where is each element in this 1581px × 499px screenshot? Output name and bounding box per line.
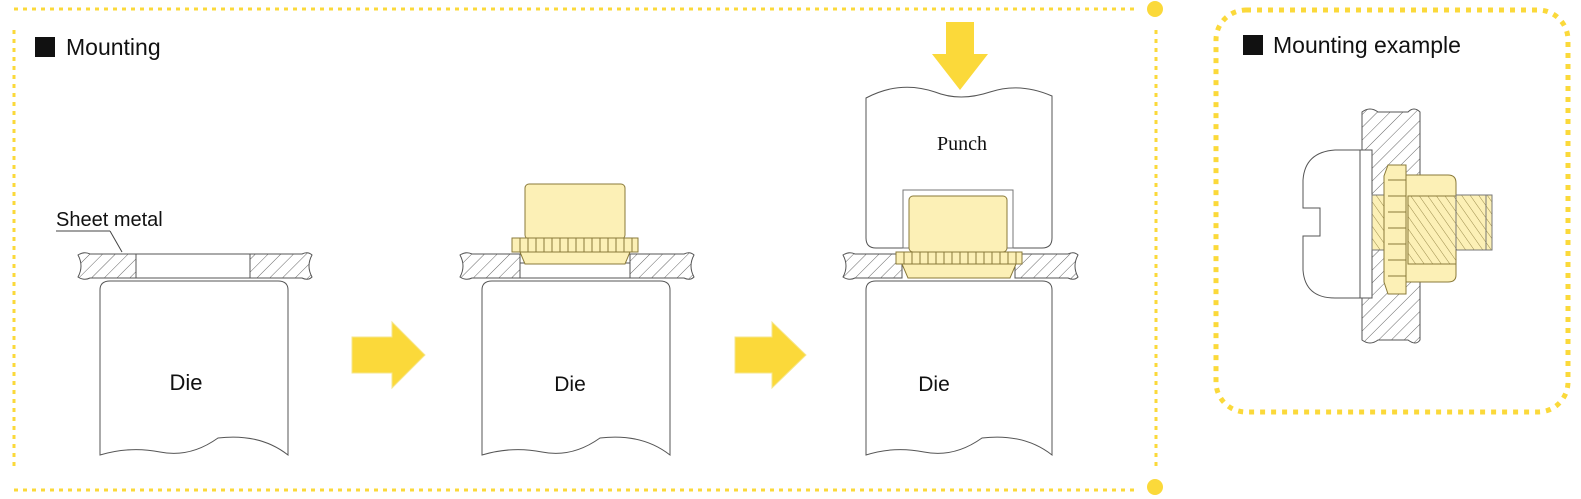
title-square-icon [35, 37, 55, 57]
right-arrow-icon [351, 320, 426, 390]
sheet-metal-left [842, 252, 903, 280]
sheet-metal-right [629, 252, 695, 280]
sheet-hole [135, 253, 251, 279]
screw-head [1302, 149, 1361, 299]
press-nut-flange [1383, 164, 1407, 295]
corner-dot [1147, 1, 1163, 17]
sheet-metal-right [249, 252, 313, 280]
mounting-frame [12, 1, 1163, 495]
sheet-metal-label: Sheet metal [56, 209, 163, 231]
title-square-icon [1243, 35, 1263, 55]
punch-label: Punch [937, 133, 987, 155]
stage-2: Die [459, 183, 695, 457]
right-arrow-icon [734, 320, 807, 390]
down-arrow-icon [932, 22, 988, 90]
press-nut [511, 183, 639, 265]
sheet-metal-left [459, 252, 521, 280]
nut-thread [1407, 195, 1457, 265]
die [865, 280, 1053, 457]
example-title: Mounting example [1273, 32, 1461, 58]
washer [1359, 149, 1373, 299]
press-nut [895, 195, 1023, 279]
stage-1: Die Sheet metal [56, 209, 313, 457]
stage-3: Punch Die [842, 22, 1079, 457]
sheet-hole [519, 262, 631, 279]
sheet-metal-leader [109, 230, 123, 253]
mounting-title: Mounting [66, 34, 161, 60]
die-label: Die [169, 370, 202, 395]
corner-dot [1147, 479, 1163, 495]
screw-tip [1455, 194, 1487, 251]
example-frame [1213, 7, 1571, 415]
die [481, 280, 671, 457]
mounting-example-figure [1302, 108, 1493, 344]
die-label: Die [918, 373, 950, 396]
die-label: Die [554, 373, 586, 396]
sheet-metal-left [77, 252, 137, 280]
sheet-metal-right [1014, 252, 1079, 280]
die [99, 280, 289, 457]
